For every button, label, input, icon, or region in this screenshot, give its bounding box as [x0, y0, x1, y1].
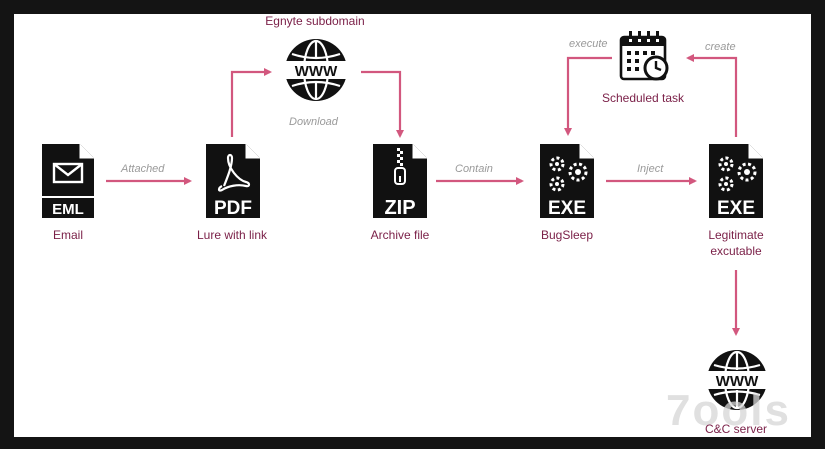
node-cc: WWW [704, 347, 770, 413]
node-egnyte-label: Egnyte subdomain [265, 14, 365, 28]
node-egnyte: WWW [282, 36, 350, 104]
node-task [618, 30, 672, 84]
node-legit-label-line2: excutable [710, 244, 762, 258]
edge-label-attached: Attached [121, 163, 165, 175]
www-globe-icon: WWW [282, 39, 350, 101]
edge-label-execute: execute [569, 38, 608, 50]
calendar-clock-icon [619, 31, 669, 81]
arrows-layer [106, 54, 740, 336]
arrow-egnyte-to-archive [361, 70, 404, 138]
archive-badge-text: ZIP [384, 197, 415, 219]
email-badge-text: EML [52, 201, 84, 218]
arrow-task-to-bugsleep [564, 56, 612, 136]
watermark-logo: 7ools [666, 386, 791, 435]
node-legit: EXE [707, 142, 765, 220]
node-task-label: Scheduled task [601, 91, 685, 105]
node-bugsleep-label: BugSleep [540, 228, 594, 242]
node-bugsleep: EXE [538, 142, 596, 220]
egnyte-badge-text: WWW [295, 63, 338, 80]
eml-file-icon: EML [42, 144, 94, 218]
node-lure-label: Lure with link [196, 228, 268, 242]
edge-label-inject: Inject [637, 163, 664, 175]
cc-badge-text: WWW [716, 373, 759, 390]
pdf-file-icon: PDF [206, 144, 260, 219]
exe-file-icon: EXE [540, 144, 594, 219]
node-email-label: Email [52, 228, 83, 242]
edge-label-download: Download [289, 116, 338, 128]
legit-badge-text: EXE [717, 198, 755, 219]
edge-label-create: create [705, 41, 736, 53]
node-archive: ZIP [371, 142, 429, 220]
exe-file-icon: EXE [709, 144, 763, 219]
edge-label-contain: Contain [455, 163, 493, 175]
node-email: EML [40, 142, 96, 220]
arrow-lure-to-egnyte [230, 68, 272, 137]
arrow-legit-to-task [686, 54, 738, 137]
diagram-canvas: Attached Download Contain Inject execute… [14, 14, 811, 437]
www-globe-icon: WWW [704, 350, 770, 410]
bugsleep-badge-text: EXE [548, 198, 586, 219]
lure-badge-text: PDF [214, 198, 252, 219]
zip-file-icon: ZIP [373, 144, 427, 219]
node-cc-label: C&C server [704, 422, 767, 436]
node-lure: PDF [204, 142, 262, 220]
node-archive-label: Archive file [370, 228, 430, 242]
node-legit-label-line1: Legitimate [708, 228, 764, 242]
